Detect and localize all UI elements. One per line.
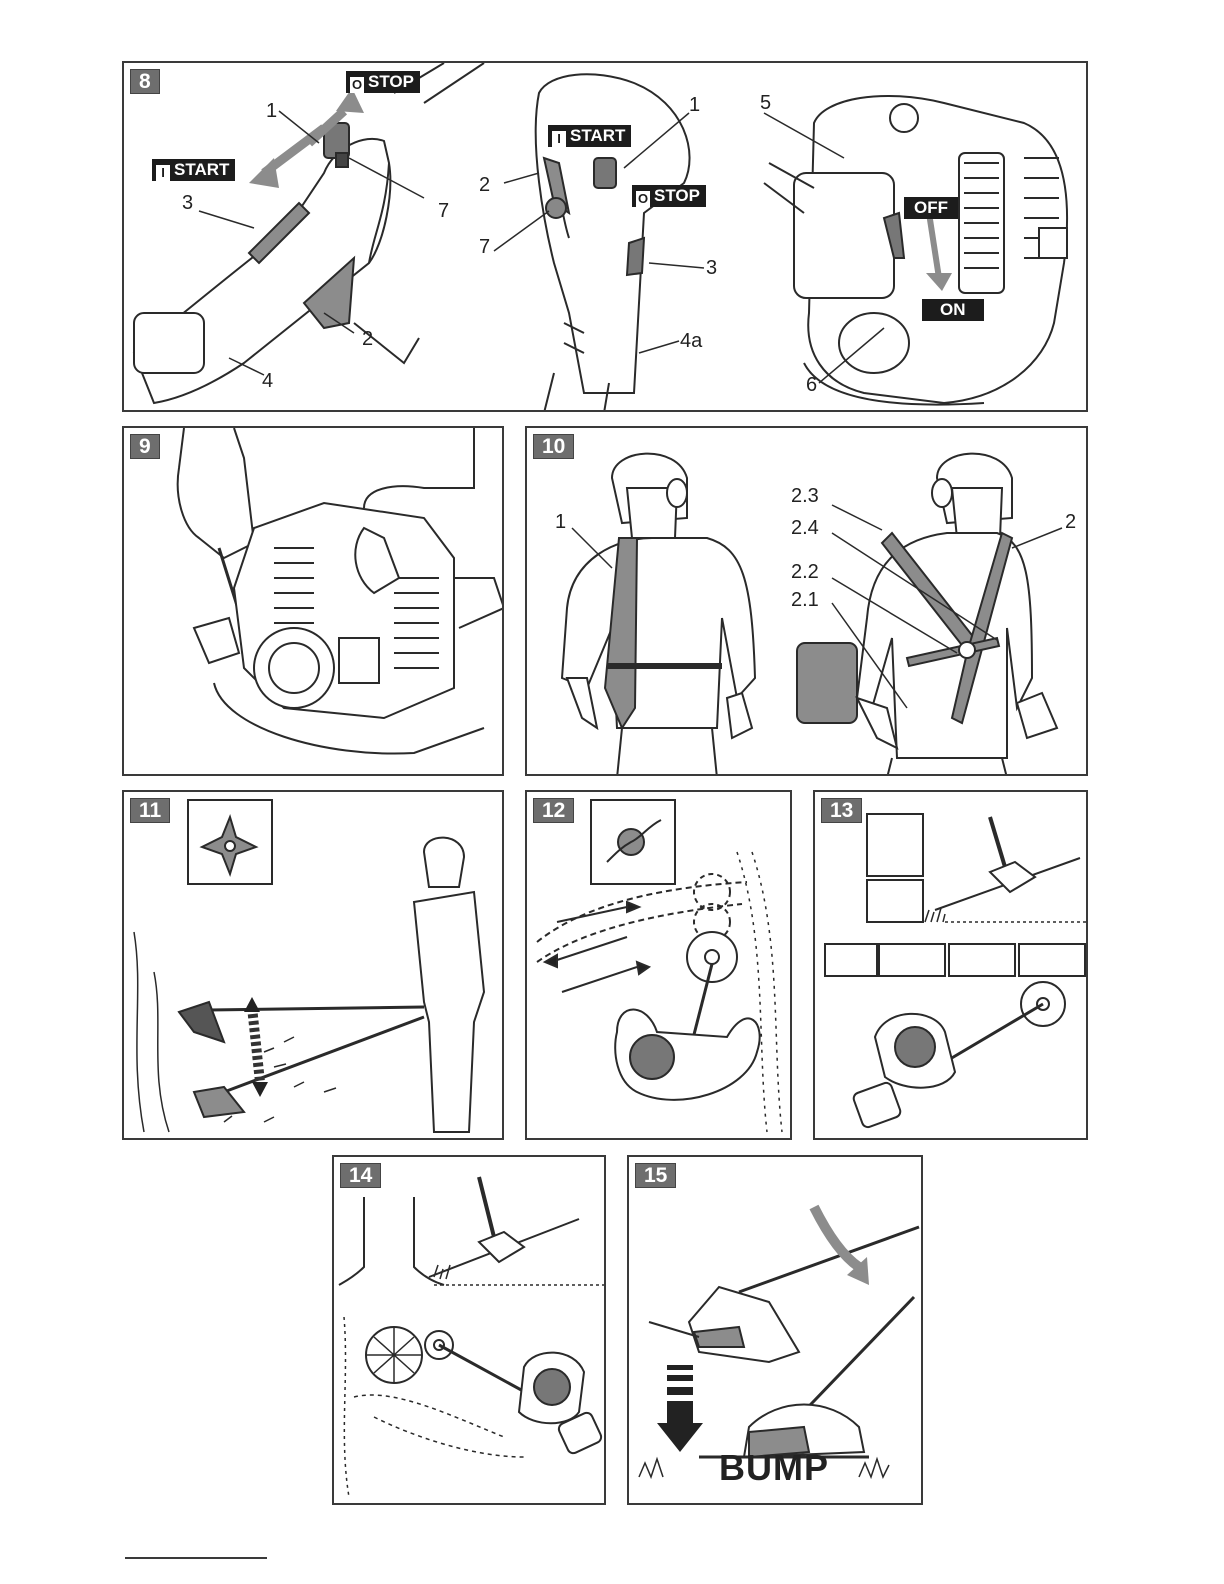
figure-14-panel: 14 [332,1155,606,1505]
callout: 7 [479,237,490,257]
callout: 7 [438,201,449,221]
footnote-rule [125,1557,267,1559]
callout: 6 [806,375,817,395]
arrow-icon [249,158,279,188]
callout: 1 [555,512,566,532]
callout: 4 [262,371,273,391]
callout: 2.2 [791,562,819,582]
callout: 4a [680,331,702,351]
callout: 2.4 [791,518,819,538]
on-label: ON [922,299,984,321]
bump-label: BUMP [719,1447,829,1489]
figure-15-panel: 15 BUMP [627,1155,923,1505]
callout: 3 [182,193,193,213]
figure-9-illustration [124,428,504,776]
callout: 3 [706,258,717,278]
callout: 5 [760,93,771,113]
off-label: OFF [904,197,958,219]
figure-number: 12 [533,798,574,823]
figure-number: 8 [130,69,160,94]
figure-number: 10 [533,434,574,459]
figure-14-illustration [334,1157,606,1505]
callout: 2 [1065,512,1076,532]
figure-number: 13 [821,798,862,823]
figure-number: 14 [340,1163,381,1188]
callout: 2.1 [791,590,819,610]
figure-number: 11 [130,798,170,823]
figure-11-panel: 11 [122,790,504,1140]
figure-13-panel: 13 [813,790,1088,1140]
figure-8-panel: 8 [122,61,1088,412]
callout: 1 [266,101,277,121]
figure-11-illustration [124,792,504,1140]
figure-12-illustration [527,792,792,1140]
callout: 1 [689,95,700,115]
figure-number: 9 [130,434,160,459]
figure-10-panel: 10 1 2.3 2.4 2.2 2.1 2 [525,426,1088,776]
callout: 2.3 [791,486,819,506]
callout: 2 [362,329,373,349]
figure-12-panel: 12 [525,790,792,1140]
callout: 2 [479,175,490,195]
figure-number: 15 [635,1163,676,1188]
figure-13-illustration [815,792,1088,1140]
figure-9-panel: 9 [122,426,504,776]
